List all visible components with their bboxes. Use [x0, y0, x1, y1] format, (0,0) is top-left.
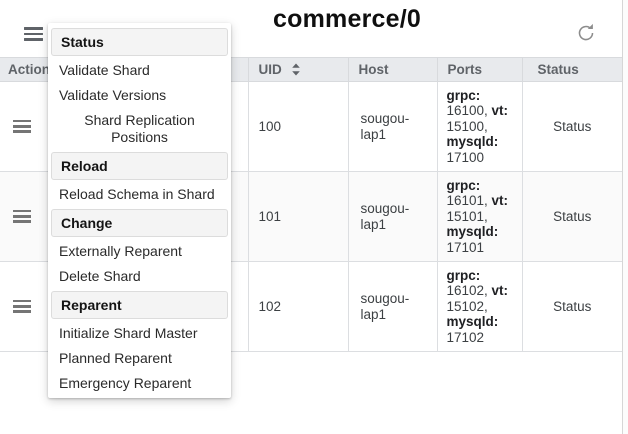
menu-section-header-change: Change — [51, 209, 228, 237]
uid-cell: 101 — [248, 171, 349, 262]
menu-item-validate-versions[interactable]: Validate Versions — [59, 87, 167, 103]
status-cell: Status — [522, 261, 622, 352]
menu-item-planned-reparent[interactable]: Planned Reparent — [59, 350, 172, 366]
hamburger-icon — [24, 27, 43, 41]
menu-item-emergency-reparent[interactable]: Emergency Reparent — [59, 375, 192, 391]
ports-cell: grpc: 16100, vt: 15100, mysqld: 17100 — [437, 81, 523, 172]
menu-item-reload-schema-in-shard[interactable]: Reload Schema in Shard — [59, 186, 215, 202]
status-cell: Status — [522, 81, 622, 172]
hamburger-icon — [13, 210, 31, 223]
menu-section-header-reload: Reload — [51, 152, 228, 180]
menu-item-shard-replication-positions[interactable]: Shard Replication Positions — [84, 112, 195, 145]
tablet-actions-button[interactable] — [13, 120, 31, 133]
hamburger-icon — [13, 120, 31, 133]
page-title: commerce/0 — [273, 5, 421, 33]
uid-cell: 102 — [248, 261, 349, 352]
column-header-uid[interactable]: UID — [248, 57, 349, 82]
scrollbar-gutter[interactable] — [622, 0, 628, 434]
menu-button[interactable] — [24, 27, 43, 43]
menu-item-delete-shard[interactable]: Delete Shard — [59, 268, 141, 284]
tablet-actions-button[interactable] — [13, 300, 31, 313]
hamburger-icon — [13, 300, 31, 313]
menu-item-initialize-shard-master[interactable]: Initialize Shard Master — [59, 325, 198, 341]
menu-section-header-reparent: Reparent — [51, 291, 228, 319]
menu-section-header-status: Status — [51, 28, 228, 56]
host-cell: sougou-lap1 — [348, 171, 438, 262]
host-cell: sougou-lap1 — [348, 261, 438, 352]
refresh-icon — [578, 23, 594, 41]
host-cell: sougou-lap1 — [348, 81, 438, 172]
ports-cell: grpc: 16102, vt: 15102, mysqld: 17102 — [437, 261, 523, 352]
menu-item-validate-shard[interactable]: Validate Shard — [59, 62, 150, 78]
column-header-host: Host — [348, 57, 438, 82]
column-label: UID — [258, 62, 282, 77]
menu-item-externally-reparent[interactable]: Externally Reparent — [59, 243, 182, 259]
column-header-ports: Ports — [437, 57, 523, 82]
status-cell: Status — [522, 171, 622, 262]
sort-icon[interactable] — [291, 63, 301, 76]
tablet-actions-button[interactable] — [13, 210, 31, 223]
refresh-button[interactable] — [575, 22, 597, 44]
column-header-status: Status — [522, 57, 622, 82]
uid-cell: 100 — [248, 81, 349, 172]
ports-cell: grpc: 16101, vt: 15101, mysqld: 17101 — [437, 171, 523, 262]
